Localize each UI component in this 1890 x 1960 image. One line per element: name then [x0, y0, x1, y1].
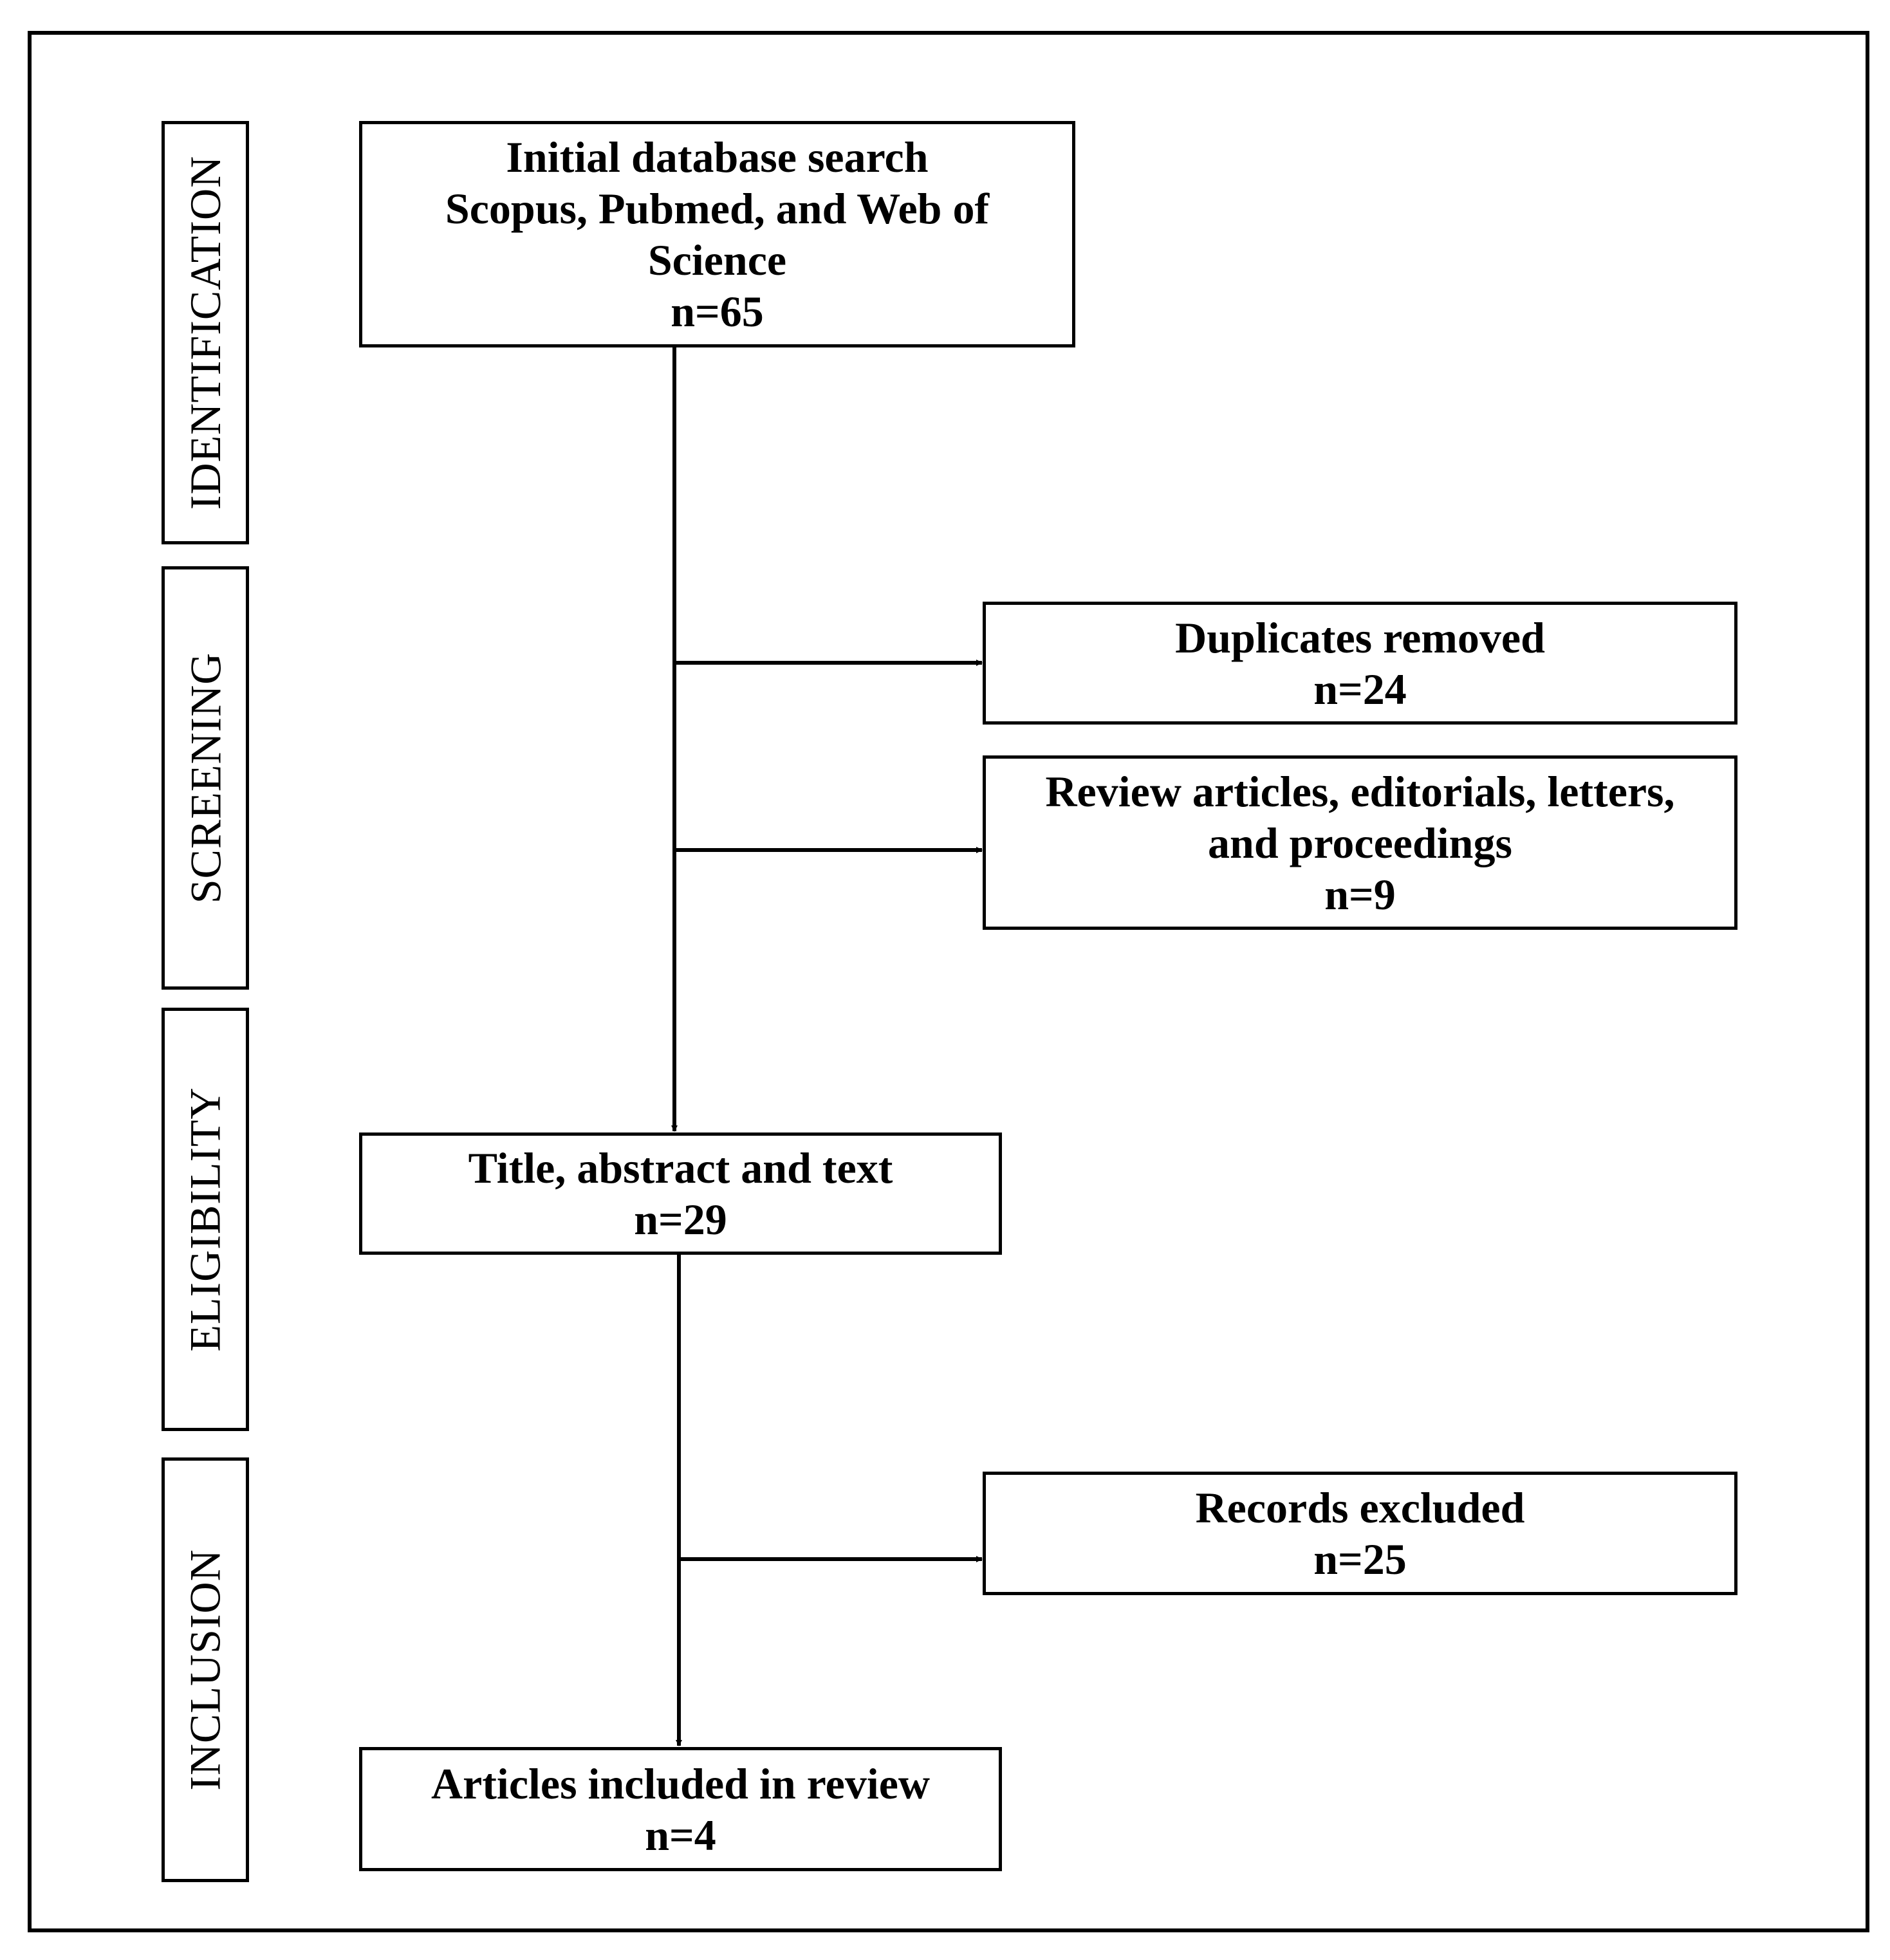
- stage-eligibility-label: ELIGIBILITY: [181, 1087, 230, 1352]
- articles-included-line1: Articles included in review: [431, 1759, 930, 1808]
- duplicates-removed-count: n=24: [1313, 664, 1407, 714]
- initial-search-line3: Science: [647, 236, 787, 284]
- initial-search-line1: Initial database search: [506, 133, 929, 181]
- box-initial-database-search: Initial database search Scopus, Pubmed, …: [359, 121, 1075, 347]
- duplicates-removed-line1: Duplicates removed: [1175, 613, 1545, 662]
- figure-frame: [28, 31, 1869, 1932]
- box-title-abstract-text: Title, abstract and text n=29: [359, 1133, 1002, 1255]
- stage-identification: IDENTIFICATION: [162, 121, 249, 544]
- box-review-articles: Review articles, editorials, letters, an…: [983, 755, 1737, 930]
- title-abstract-text-line1: Title, abstract and text: [468, 1143, 893, 1192]
- records-excluded-count: n=25: [1313, 1535, 1407, 1584]
- box-records-excluded: Records excluded n=25: [983, 1472, 1737, 1595]
- initial-search-line2: Scopus, Pubmed, and Web of: [445, 184, 990, 233]
- stage-screening: SCREENING: [162, 566, 249, 990]
- articles-included-count: n=4: [645, 1810, 716, 1860]
- review-articles-line2: and proceedings: [1208, 818, 1512, 867]
- box-articles-included: Articles included in review n=4: [359, 1747, 1002, 1871]
- stage-eligibility: ELIGIBILITY: [162, 1008, 249, 1431]
- review-articles-count: n=9: [1324, 869, 1396, 919]
- title-abstract-text-count: n=29: [634, 1195, 727, 1244]
- review-articles-line1: Review articles, editorials, letters,: [1045, 766, 1675, 816]
- stage-identification-label: IDENTIFICATION: [181, 155, 230, 510]
- stage-screening-label: SCREENING: [181, 652, 230, 904]
- stage-inclusion: INCLUSION: [162, 1457, 249, 1882]
- box-duplicates-removed: Duplicates removed n=24: [983, 602, 1737, 725]
- initial-search-count: n=65: [671, 287, 764, 336]
- records-excluded-line1: Records excluded: [1195, 1483, 1525, 1532]
- stage-inclusion-label: INCLUSION: [181, 1549, 230, 1791]
